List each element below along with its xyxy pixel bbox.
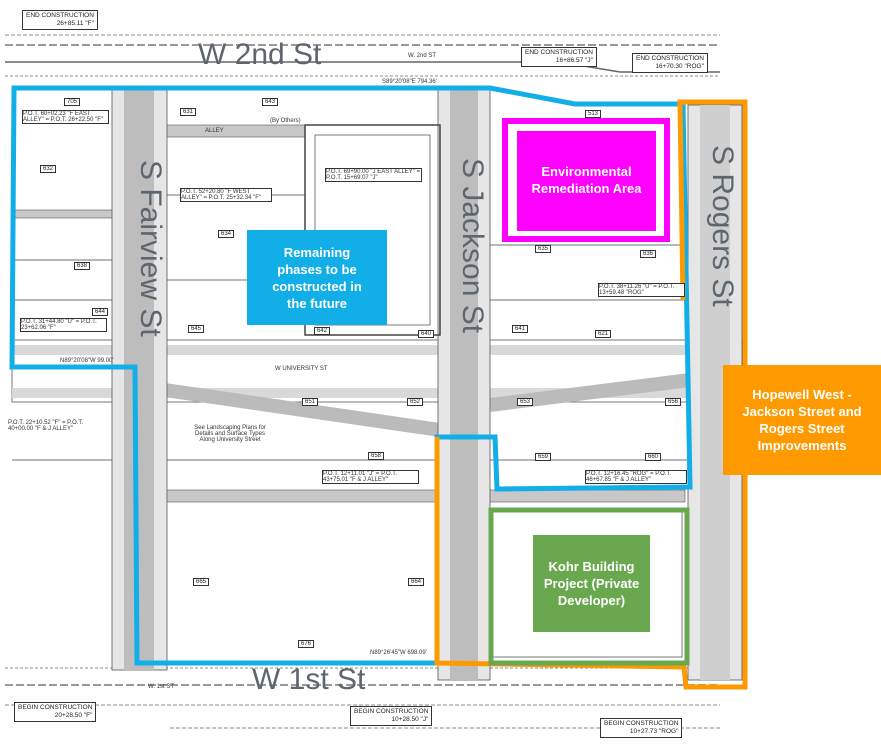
lot-number: 644	[92, 308, 109, 316]
lot-number: 705	[64, 98, 81, 106]
street-s-jackson: S Jackson St	[456, 158, 489, 334]
kohr-outline	[488, 507, 690, 666]
street-s-rogers: S Rogers St	[706, 145, 739, 307]
lot-number: 652	[407, 398, 424, 406]
note-w-1st: W. 1st ST	[148, 684, 175, 690]
lot-number: 645	[188, 325, 205, 333]
note-pot-3: P.O.T. 69+90.00 "J EAST ALLEY" = P.O.T. …	[325, 168, 422, 182]
note-by-others: (By Others)	[270, 118, 301, 124]
note-pot-2: P.O.T. 52+20.80 "F WEST ALLEY" = P.O.T. …	[180, 188, 272, 202]
hopewell-outline	[434, 99, 748, 690]
lot-number: 632	[40, 165, 57, 173]
fj-alley	[164, 489, 686, 503]
lot-number: 664	[408, 578, 425, 586]
lot-number: 660	[645, 453, 662, 461]
lot-number: 659	[535, 453, 552, 461]
note-south-bearing: N89°26'45"W 698.09'	[370, 650, 427, 656]
street-w-2nd: W 2nd St	[198, 38, 322, 71]
note-pot-7: P.O.T. 12+16.45 "ROG" = P.O.T. 46+67.85 …	[585, 470, 687, 484]
west-alley	[11, 209, 118, 219]
lot-number: 642	[314, 327, 331, 335]
lot-number: 656	[665, 398, 682, 406]
lot-number: 634	[218, 230, 235, 238]
vertical-streets	[111, 89, 743, 681]
note-west-bearing: N89°20'08"W 99.00'	[60, 358, 114, 364]
remaining-phases-label: Remaining phases to be constructed in th…	[247, 230, 387, 325]
lot-number: 635	[535, 245, 552, 253]
note-w-2nd: W. 2nd ST	[408, 53, 437, 59]
university-sidewalk-north	[12, 345, 742, 355]
lot-number: 665	[193, 578, 210, 586]
street-s-fairview: S Fairview St	[134, 160, 167, 337]
lot-number: 651	[302, 398, 319, 406]
lot-number: 641	[512, 325, 529, 333]
note-landscaping: See Landscaping Plans for Details and Su…	[194, 425, 266, 443]
hopewell-west-label: Hopewell West - Jackson Street and Roger…	[723, 365, 881, 475]
lot-number: 653	[517, 398, 534, 406]
lot-number: 631	[180, 108, 197, 116]
note-pot-8: P.O.T. 22+10.52 "F" = P.O.T. 40+00.00 "F…	[8, 420, 103, 432]
lot-number: 621	[595, 330, 612, 338]
lot-number: 636	[640, 250, 657, 258]
note-north-bearing: S89°20'08"E 794.36'	[382, 79, 437, 85]
lot-number: 643	[262, 98, 279, 106]
lot-number: 676	[298, 640, 315, 648]
note-pot-5: P.O.T. 38+11.26 "U" = P.O.T. 13+59.48 "R…	[598, 283, 685, 297]
note-university: W UNIVERSITY ST	[275, 366, 328, 372]
north-alley	[164, 124, 306, 138]
lot-number: 640	[418, 330, 435, 338]
kohr-building-label: Kohr Building Project (Private Developer…	[533, 535, 650, 632]
university-sidewalk-south	[12, 388, 742, 398]
lot-number: 513	[585, 110, 602, 118]
lot-number: 658	[368, 452, 385, 460]
note-alley: ALLEY	[205, 128, 224, 134]
note-pot-6: P.O.T. 12+11.01 "J" = P.O.T. 43+75.01 "F…	[322, 470, 419, 484]
note-pot-4: P.O.T. 31+44.80 "U" = P.O.T. 23+62.06 "F…	[20, 318, 107, 332]
remaining-phases-outline	[9, 85, 693, 666]
lot-number: 638	[74, 262, 91, 270]
environmental-outline	[502, 118, 670, 242]
environmental-remediation-label: Environmental Remediation Area	[531, 164, 642, 196]
street-w-1st: W 1st St	[252, 663, 366, 696]
environmental-fill	[517, 131, 656, 231]
note-pot-1: P.O.T. 60+02.23 "F EAST ALLEY" = P.O.T. …	[22, 110, 109, 124]
